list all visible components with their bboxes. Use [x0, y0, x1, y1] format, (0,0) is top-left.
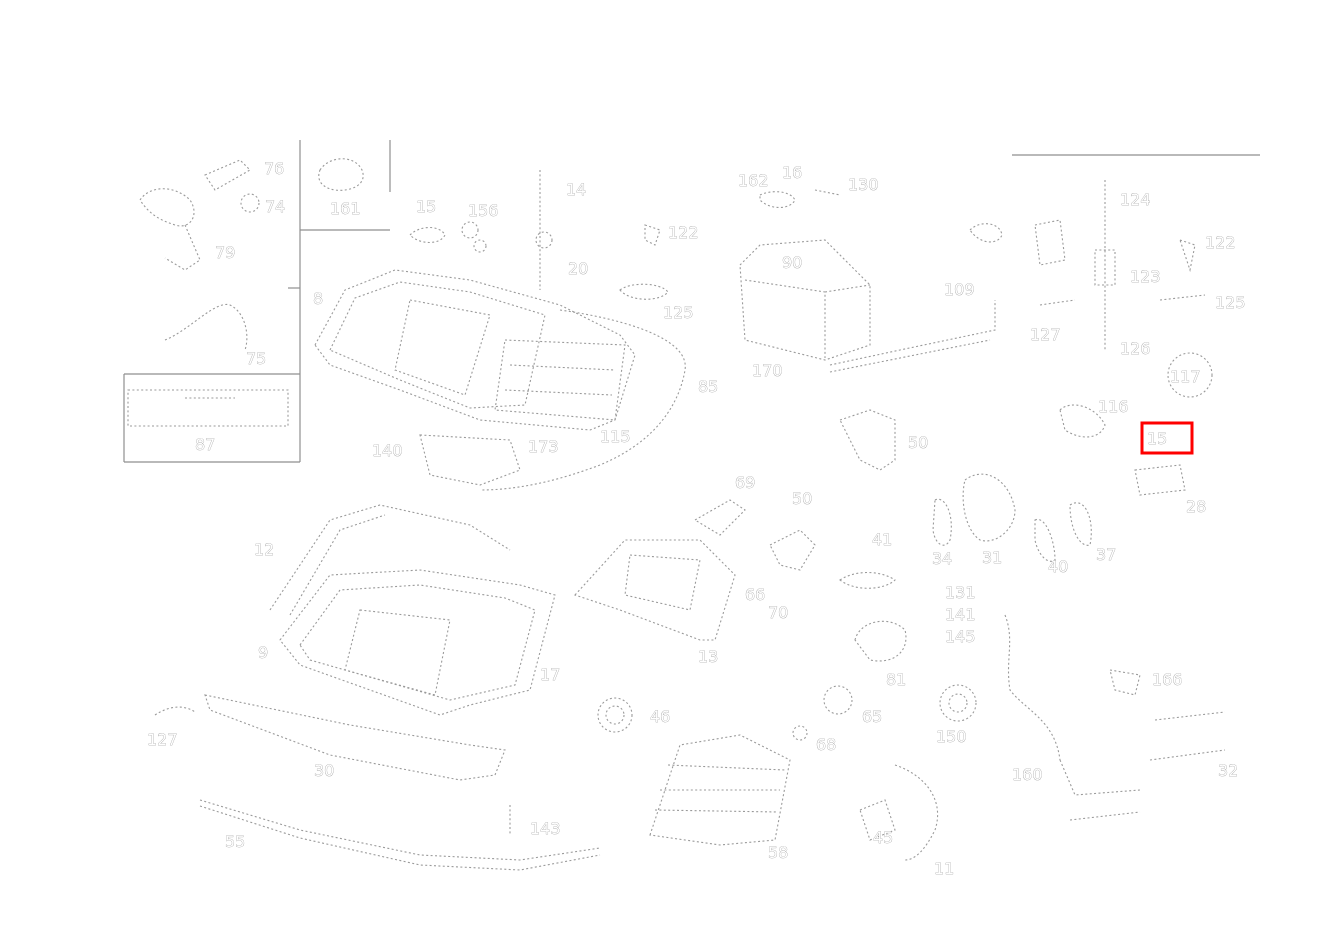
label-117: 117 [1170, 367, 1201, 386]
label-125b: 125 [1215, 293, 1246, 312]
label-79: 79 [215, 243, 235, 262]
label-145: 145 [945, 627, 976, 646]
label-50a: 50 [908, 433, 928, 452]
label-162: 162 [738, 171, 769, 190]
label-87: 87 [195, 435, 215, 454]
label-122b: 122 [1205, 233, 1236, 252]
label-126: 126 [1120, 339, 1151, 358]
label-127b: 127 [147, 730, 178, 749]
label-41: 41 [872, 530, 892, 549]
label-32: 32 [1218, 761, 1238, 780]
label-75: 75 [246, 349, 266, 368]
label-46: 46 [650, 707, 670, 726]
label-116: 116 [1098, 397, 1129, 416]
label-69: 69 [735, 473, 755, 492]
label-130: 130 [848, 175, 879, 194]
label-173: 173 [528, 437, 559, 456]
label-131: 131 [945, 583, 976, 602]
label-11: 11 [934, 859, 954, 878]
label-58: 58 [768, 843, 788, 862]
label-31: 31 [982, 548, 1002, 567]
label-123: 123 [1130, 267, 1161, 286]
label-65: 65 [862, 707, 882, 726]
label-68: 68 [816, 735, 836, 754]
label-115: 115 [600, 427, 631, 446]
label-12: 12 [254, 540, 274, 559]
label-34: 34 [932, 549, 952, 568]
label-8: 8 [313, 289, 323, 308]
label-37: 37 [1096, 545, 1116, 564]
label-127a: 127 [1030, 325, 1061, 344]
label-40: 40 [1048, 557, 1068, 576]
label-20: 20 [568, 259, 588, 278]
label-16: 16 [782, 163, 802, 182]
label-143: 143 [530, 819, 561, 838]
label-125a: 125 [663, 303, 694, 322]
label-156: 156 [468, 201, 499, 220]
label-150: 150 [936, 727, 967, 746]
label-160: 160 [1012, 765, 1043, 784]
label-140: 140 [372, 441, 403, 460]
label-81: 81 [886, 670, 906, 689]
label-15b: 15 [1147, 429, 1167, 448]
highlight-box [1140, 421, 1194, 455]
label-122a: 122 [668, 223, 699, 242]
label-70: 70 [768, 603, 788, 622]
label-45: 45 [873, 828, 893, 847]
label-85: 85 [698, 377, 718, 396]
label-50b: 50 [792, 489, 812, 508]
label-15: 15 [416, 197, 436, 216]
label-124: 124 [1120, 190, 1151, 209]
label-13: 13 [698, 647, 718, 666]
label-14: 14 [566, 180, 586, 199]
label-109: 109 [944, 280, 975, 299]
label-161: 161 [330, 199, 361, 218]
label-9: 9 [258, 643, 268, 662]
label-74: 74 [265, 197, 285, 216]
part-outlines [127, 158, 1226, 871]
label-76: 76 [264, 159, 284, 178]
label-28: 28 [1186, 497, 1206, 516]
label-90: 90 [782, 253, 802, 272]
label-170: 170 [752, 361, 783, 380]
label-30: 30 [314, 761, 334, 780]
callout-labels: 76 74 79 75 161 87 15 156 8 14 20 122 12… [147, 159, 1246, 879]
label-141: 141 [945, 605, 976, 624]
label-66: 66 [745, 585, 765, 604]
label-17: 17 [540, 665, 560, 684]
label-166: 166 [1152, 670, 1183, 689]
label-55: 55 [225, 832, 245, 851]
inset-frame [123, 140, 1260, 463]
